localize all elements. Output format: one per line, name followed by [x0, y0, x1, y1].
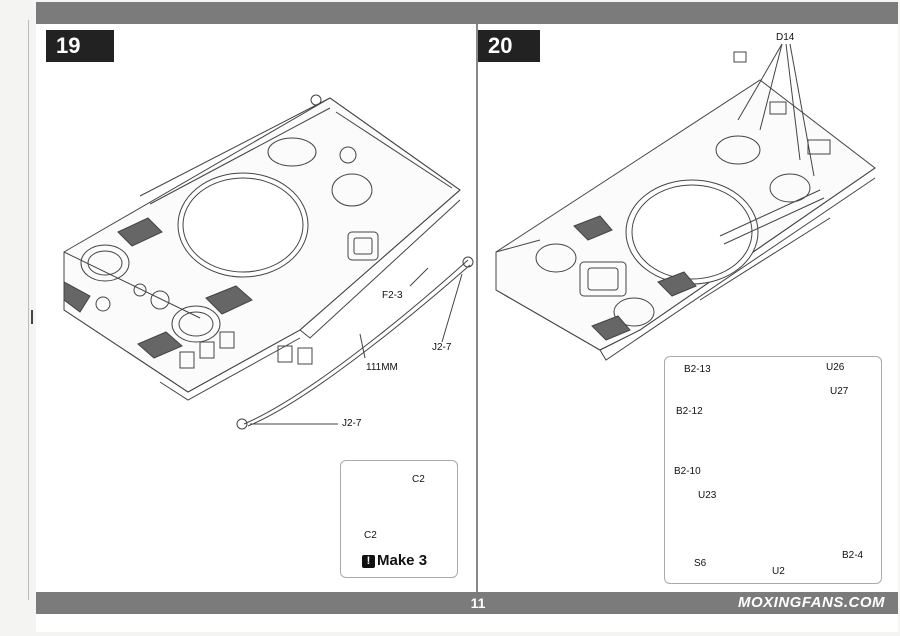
label-b2-13: B2-13 [684, 364, 711, 375]
label-j2-7-lower: J2-7 [342, 418, 362, 429]
inset-make-three [340, 460, 458, 578]
page-spine [476, 24, 478, 592]
make-instruction: !Make 3 [362, 552, 427, 569]
label-b2-12: B2-12 [676, 406, 703, 417]
label-j2-7-upper: J2-7 [432, 342, 452, 353]
cable-eye-upper [462, 256, 474, 268]
label-b2-4: B2-4 [842, 550, 864, 561]
label-d14: D14 [776, 32, 795, 43]
label-u26: U26 [826, 362, 845, 373]
make-text: Make 3 [377, 552, 428, 569]
label-u2: U2 [772, 566, 785, 577]
attention-icon: ! [362, 555, 375, 568]
inset-detail-parts [664, 356, 882, 584]
binding-edge [24, 0, 34, 636]
label-s6: S6 [694, 558, 707, 569]
label-b2-10: B2-10 [674, 466, 701, 477]
hull-deck-left [63, 94, 461, 401]
label-u23: U23 [698, 490, 717, 501]
step-number-20: 20 [478, 30, 540, 62]
step-number-19: 19 [46, 30, 114, 62]
part-d14-spare [733, 51, 747, 63]
label-f2-3: F2-3 [382, 290, 403, 301]
tow-cable [243, 259, 469, 425]
label-c2-top: C2 [412, 474, 425, 485]
bottom-bar [36, 592, 898, 614]
label-c2-bottom: C2 [364, 530, 377, 541]
cable-eye-lower [236, 418, 248, 430]
label-111mm: 111MM [366, 362, 398, 373]
watermark-text: MOXINGFANS.COM [738, 594, 886, 611]
label-u27: U27 [830, 386, 849, 397]
page-number: 11 [470, 595, 486, 611]
hull-deck-right [495, 79, 876, 361]
top-bar [36, 2, 898, 24]
